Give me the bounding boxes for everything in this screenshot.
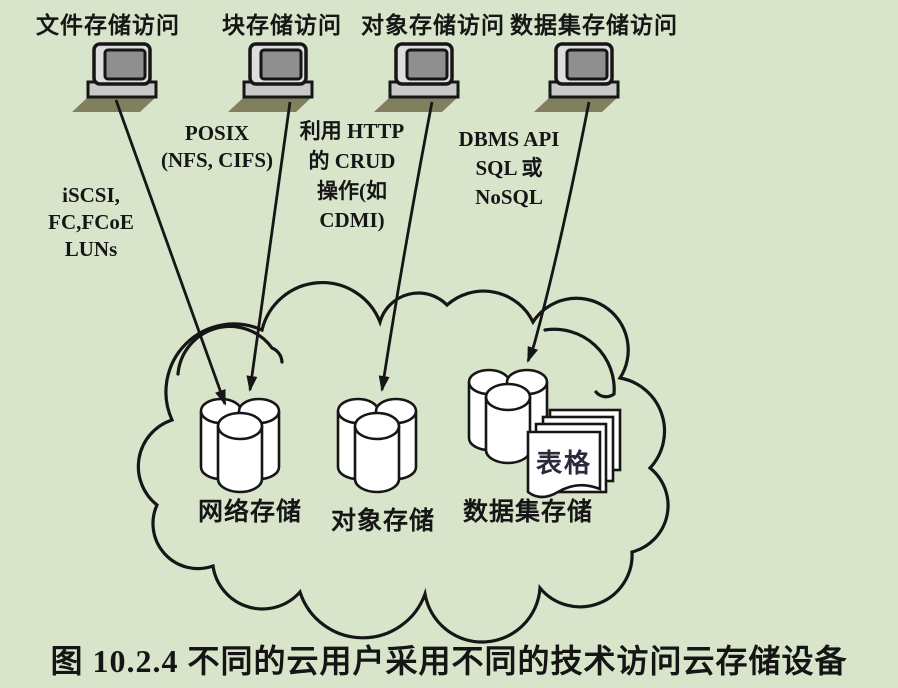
table-document-icon bbox=[526, 408, 622, 499]
object-storage-cylinders-icon bbox=[336, 397, 418, 494]
network-storage-cylinders-icon bbox=[199, 397, 281, 494]
client-label-dataset: 数据集存储访问 bbox=[510, 13, 678, 38]
figure-caption: 图 10.2.4 不同的云用户采用不同的技术访问云存储设备 bbox=[50, 643, 848, 679]
storage-label-network: 网络存储 bbox=[197, 499, 303, 526]
protocol-label-http-crud: 利用 HTTP 的 CRUD 操作(如 CDMI) bbox=[299, 119, 405, 233]
protocol-label-dbms: DBMS API SQL 或 NoSQL bbox=[458, 127, 560, 209]
computer-icon-object-client bbox=[372, 42, 460, 114]
client-label-file: 文件存储访问 bbox=[36, 13, 180, 38]
arrow-object-access bbox=[378, 101, 434, 392]
client-label-object: 对象存储访问 bbox=[361, 13, 505, 38]
table-document-label: 表格 bbox=[535, 449, 593, 478]
protocol-label-iscsi: iSCSI, FC,FCoE LUNs bbox=[48, 183, 134, 261]
client-label-block: 块存储访问 bbox=[222, 13, 342, 38]
computer-icon-file-client bbox=[70, 42, 158, 114]
cloud-bump-arc-left bbox=[176, 324, 284, 376]
computer-icon-block-client bbox=[226, 42, 314, 114]
cloud-icon bbox=[136, 281, 670, 644]
cloud-bump-arc-right bbox=[543, 327, 616, 399]
arrow-block-access bbox=[246, 101, 292, 392]
storage-label-dataset: 数据集存储 bbox=[462, 499, 594, 526]
arrow-dataset-access bbox=[526, 101, 591, 363]
storage-label-object: 对象存储 bbox=[330, 508, 436, 535]
computer-icon-dataset-client bbox=[532, 42, 620, 114]
protocol-label-posix: POSIX (NFS, CIFS) bbox=[160, 121, 274, 172]
arrow-file-access bbox=[114, 99, 227, 406]
